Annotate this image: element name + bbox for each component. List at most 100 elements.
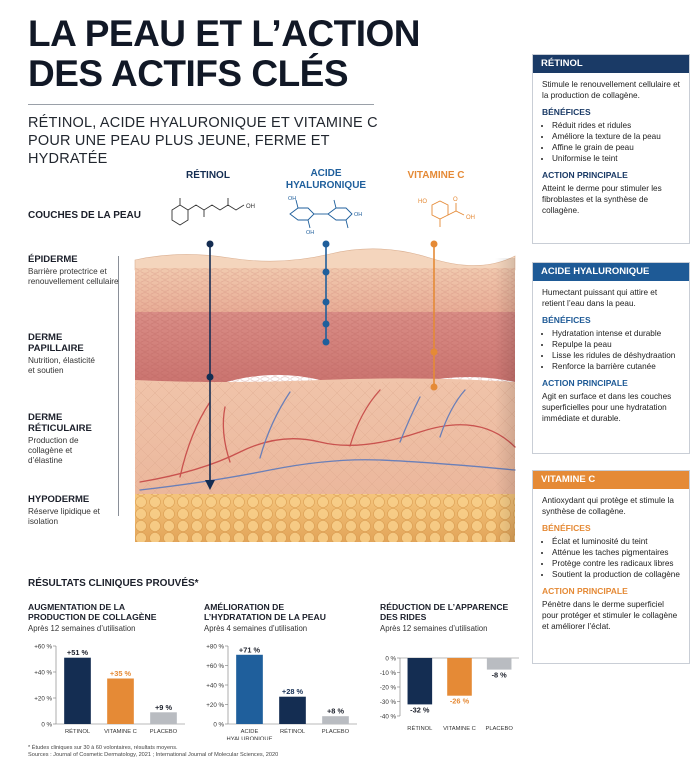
vitamin-c-action-text: Pénètre dans le derme superficiel pour p… (542, 600, 678, 631)
bar-value-label: -26 % (450, 697, 470, 706)
retinol-benefits-label: BÉNÉFICES (542, 107, 591, 117)
hyaluronic-panel-intro: Humectant puissant qui attire et retient… (542, 288, 658, 308)
vitc-o-label: O (453, 197, 458, 203)
chart-collagen: 0 % +20 % +40 % +60 % +51 % RÉTINOL +35 % VITAM… (34, 644, 185, 735)
category-label: RÉTINOL (65, 728, 91, 735)
retinol-panel-title: RÉTINOL (533, 55, 689, 73)
vitamin-c-benefit: Soutient la production de collagène (552, 569, 681, 580)
bar (486, 658, 512, 670)
layer-papillary-dermis: DERME PAPILLAIRE Nutrition, élasticité e… (28, 332, 95, 375)
chart-hydration: 0 %+20 %+40 %+60 %+80 %+71 %ACIDEHYALURO… (206, 644, 357, 740)
footnote-line-2: Sources : Journal of Cosmetic Dermatolog… (28, 752, 279, 758)
y-tick-label: +20 % (34, 696, 52, 703)
chart-3-header: RÉDUCTION DE L’APPARENCE DES RIDES Après… (380, 602, 520, 633)
retinol-action-label: ACTION PRINCIPALE (542, 170, 628, 180)
retinol-info-panel: RÉTINOL Stimule le renouvellement cellul… (532, 54, 690, 244)
ha-cooh-label: OH (354, 212, 362, 218)
chart-3-subtitle: Après 12 semaines d’utilisation (380, 624, 488, 633)
bar-value-label: +8 % (327, 707, 344, 716)
clinical-results-heading: RÉSULTATS CLINIQUES PROUVÉS* (28, 578, 199, 589)
vitc-ho-label: HO (418, 199, 427, 205)
chart-wrinkles: 0 % -10 % -20 % -30 % -40 % -32 % RÉTINOL -26 %… (380, 656, 519, 732)
bar (322, 716, 349, 724)
vitamin-c-info-panel: VITAMINE C Antioxydant qui protège et st… (532, 470, 690, 664)
category-label: VITAMINE C (104, 729, 137, 735)
page-title: LA PEAU ET L’ACTION DES ACTIFS CLÉS (28, 13, 421, 94)
footnote-line-1: * Études cliniques sur 30 à 60 volontair… (28, 745, 178, 751)
chart-1-header: AUGMENTATION DE LA PRODUCTION DE COLLAGÈ… (28, 602, 183, 633)
bar-value-label: +9 % (155, 703, 172, 712)
category-label: ACIDE (241, 729, 259, 735)
hyaluronic-info-panel: ACIDE HYALURONIQUE Humectant puissant qu… (532, 262, 690, 454)
hyaluronic-benefit: Repulpe la peau (552, 339, 681, 350)
hyaluronic-benefit: Hydratation intense et durable (552, 328, 681, 339)
hyaluronic-action-text: Agit en surface et dans les couches supe… (542, 392, 672, 423)
chart-1-subtitle: Après 12 semaines d’utilisation (28, 624, 136, 633)
bar-value-label: +28 % (282, 687, 304, 696)
y-tick-label: -30 % (380, 699, 397, 706)
category-label: RÉTINOL (407, 725, 433, 732)
hyaluronic-benefit: Lisse les ridules de déshydraation (552, 350, 681, 361)
column-head-retinol: RÉTINOL (186, 170, 230, 181)
vitamin-c-molecule-icon: HO OH O (418, 197, 475, 227)
hyaluronic-benefits-label: BÉNÉFICES (542, 315, 591, 325)
retinol-benefit: Uniformise le teint (552, 153, 681, 164)
retinol-molecule-icon: OH (171, 198, 255, 226)
chart-3-title: RÉDUCTION DE L’APPARENCE DES RIDES (380, 602, 509, 622)
column-head-vitamin-c: VITAMINE C (407, 170, 465, 181)
y-tick-label: -40 % (380, 714, 397, 721)
bar-value-label: -32 % (410, 705, 430, 714)
bar (64, 657, 91, 724)
vitamin-c-panel-title: VITAMINE C (533, 471, 689, 489)
skin-layers-heading: COUCHES DE LA PEAU (28, 210, 141, 221)
bar-value-label: +35 % (110, 669, 132, 678)
footnote: * Études cliniques sur 30 à 60 volontair… (28, 745, 428, 759)
category-label: PLACEBO (322, 729, 350, 735)
bar (150, 712, 177, 724)
y-tick-label: +80 % (206, 644, 224, 651)
y-tick-label: -10 % (380, 670, 397, 677)
retinol-oh-label: OH (246, 204, 255, 210)
vitamin-c-penetration-path (430, 240, 438, 391)
bar (107, 678, 134, 724)
ha-oh2-label: OH (306, 230, 314, 236)
skin-cross-section-illustration (134, 240, 516, 542)
y-tick-label: -20 % (380, 685, 397, 692)
chart-2-header: AMÉLIORATION DE L’HYDRATATION DE LA PEAU… (204, 602, 354, 633)
category-label: RÉTINOL (280, 728, 306, 735)
vitamin-c-benefit: Éclat et luminosité du teint (552, 536, 681, 547)
y-tick-label: 0 % (385, 656, 396, 663)
y-tick-label: 0 % (213, 722, 224, 729)
layer-epidermis: ÉPIDERME Barrière protectrice et renouve… (28, 254, 119, 286)
bar (447, 658, 472, 696)
y-tick-label: +60 % (206, 663, 224, 670)
bar (407, 658, 433, 705)
hyaluronic-penetration-path (322, 240, 330, 346)
vitamin-c-action-label: ACTION PRINCIPALE (542, 586, 628, 596)
y-tick-label: +40 % (34, 670, 52, 677)
hyaluronic-benefit: Renforce la barrière cutanée (552, 361, 681, 372)
hyaluronic-molecule-icon: OH OH OH (288, 196, 362, 236)
layer-reticular-dermis: DERME RÉTICULAIRE Production de collagèn… (28, 412, 92, 465)
category-label: VITAMINE C (443, 726, 476, 732)
y-tick-label: 0 % (41, 722, 52, 729)
column-head-hyaluronic: ACIDE HYALURONIQUE (285, 168, 367, 191)
vitamin-c-panel-intro: Antioxydant qui protège et stimule la sy… (542, 496, 674, 516)
layer-hypodermis: HYPODERME Réserve lipidique et isolation (28, 494, 100, 526)
hyaluronic-action-label: ACTION PRINCIPALE (542, 378, 628, 388)
page-subtitle: RÉTINOL, ACIDE HYALURONIQUE ET VITAMINE … (28, 115, 378, 167)
retinol-benefit: Affine le grain de peau (552, 142, 681, 153)
y-tick-label: +60 % (34, 644, 52, 651)
chart-1-title: AUGMENTATION DE LA PRODUCTION DE COLLAGÈ… (28, 602, 157, 622)
category-label: PLACEBO (150, 729, 178, 735)
vitc-oh-label: OH (466, 215, 475, 221)
category-label: HYALURONIQUE (227, 736, 273, 740)
title-divider (28, 104, 374, 105)
bar (279, 696, 306, 724)
bar-value-label: +71 % (239, 645, 261, 654)
bar-value-label: -8 % (492, 671, 508, 680)
chart-2-subtitle: Après 4 semaines d’utilisation (204, 624, 308, 633)
bar (236, 654, 263, 724)
bar-value-label: +51 % (67, 648, 89, 657)
layer-guide-line (118, 256, 119, 516)
